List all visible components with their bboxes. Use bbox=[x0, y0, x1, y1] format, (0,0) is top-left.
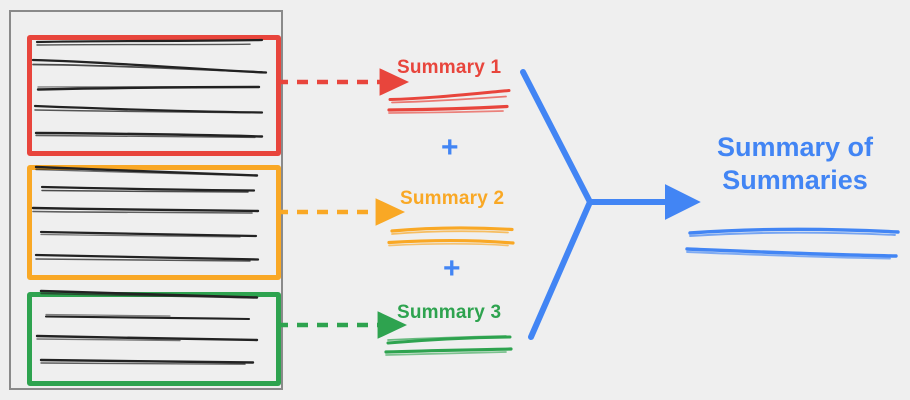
summary-1-label: Summary 1 bbox=[397, 57, 502, 78]
summary-3-label: Summary 3 bbox=[397, 302, 502, 323]
source-chunk-1-text-lines bbox=[31, 38, 268, 139]
summary-1-scribble bbox=[387, 89, 511, 114]
final-summary-title-line-2: Summaries bbox=[722, 164, 868, 195]
plus-operator-2: + bbox=[443, 252, 461, 285]
summary-3-scribble bbox=[384, 335, 513, 356]
source-chunk-2-text-lines bbox=[31, 165, 260, 262]
source-chunk-1-box bbox=[27, 35, 281, 156]
summary-2-label: Summary 2 bbox=[400, 188, 505, 209]
final-summary-title-line-1: Summary of bbox=[716, 132, 874, 162]
source-document-frame bbox=[9, 10, 283, 390]
arrow-merge-to-final bbox=[520, 69, 593, 340]
plus-operator-1: + bbox=[441, 131, 459, 164]
final-summary-title: Summary of Summaries bbox=[690, 131, 900, 197]
source-chunk-2-box bbox=[27, 165, 281, 280]
source-chunk-3-text-lines bbox=[35, 289, 259, 365]
final-summary-scribble bbox=[685, 227, 900, 260]
summary-2-scribble bbox=[387, 226, 515, 247]
